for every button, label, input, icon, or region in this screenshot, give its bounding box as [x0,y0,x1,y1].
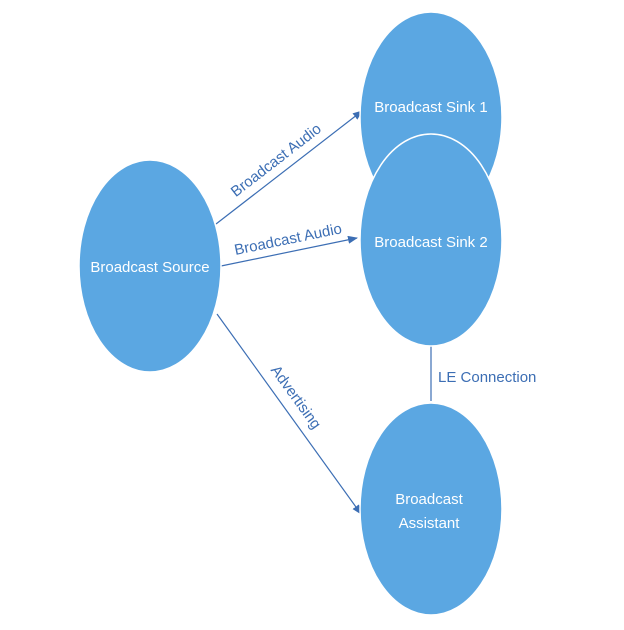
broadcast-sink-1-label: Broadcast Sink 1 [374,99,487,116]
edge-label-source-to-sink1: Broadcast Audio [228,120,325,200]
broadcast-assistant-label-line2: Assistant [399,515,461,532]
edge-label-source-to-sink2: Broadcast Audio [233,220,343,259]
node-broadcast-sink-2[interactable] [359,133,503,347]
broadcast-source-label: Broadcast Source [90,259,209,276]
broadcast-assistant-label-line1: Broadcast [395,491,463,508]
node-broadcast-source[interactable] [78,159,222,373]
node-broadcast-assistant[interactable] [359,402,503,616]
edge-source-to-assistant [216,313,362,515]
edge-source-to-sink1 [215,110,363,225]
edge-label-source-to-assistant: Advertising [267,362,324,432]
edge-label-sink2-to-assistant: LE Connection [438,369,536,386]
edge-source-to-sink2 [220,235,358,267]
broadcast-sink-2-label: Broadcast Sink 2 [374,234,487,251]
